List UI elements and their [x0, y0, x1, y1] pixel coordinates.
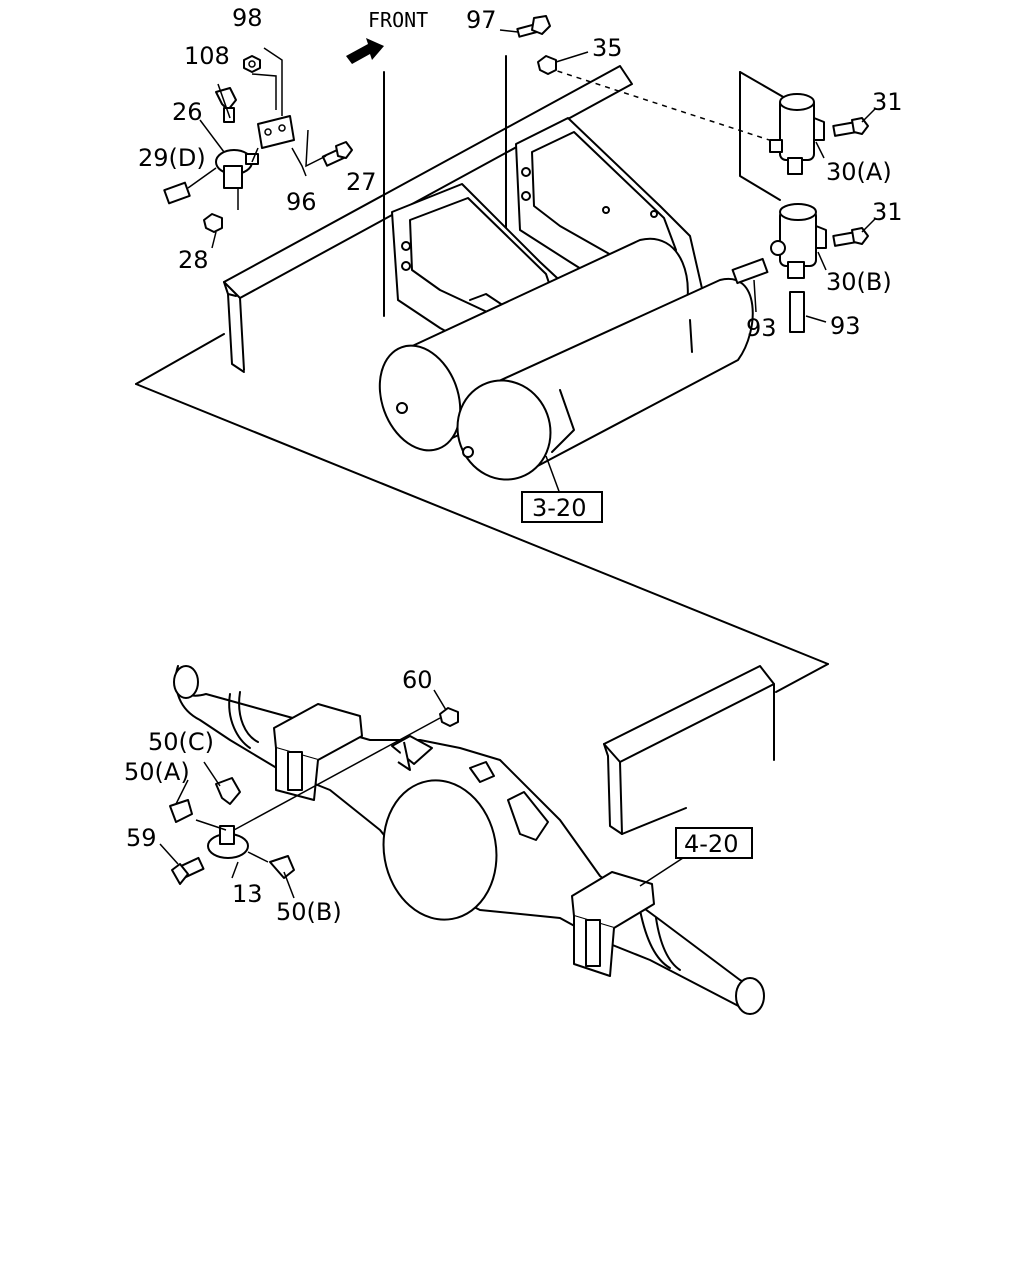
- reference-3-20: 3-20: [532, 494, 586, 522]
- callout-108: 108: [184, 42, 230, 70]
- leader-lines-right: [753, 107, 877, 323]
- callout-96: 96: [286, 188, 317, 216]
- leader-3-20: [545, 455, 561, 495]
- frame-rail-lower: [603, 665, 775, 835]
- axle-stud: [469, 761, 495, 783]
- valve-bracket-96: [257, 115, 295, 149]
- bolt-31a-icon: [832, 117, 869, 137]
- leader-4-20: [639, 855, 687, 887]
- valve-30a-icon: [769, 93, 825, 175]
- callout-50a: 50(A): [124, 758, 190, 786]
- axle-bracket-lower: [507, 791, 549, 841]
- boundary-lower: [621, 807, 687, 835]
- front-arrow-icon: [346, 38, 384, 64]
- valve-26-icon: [215, 149, 259, 189]
- elbow-50c-icon: [215, 777, 241, 805]
- callout-98: 98: [232, 4, 263, 32]
- connector-29d-icon: [163, 181, 191, 205]
- tank-strap-2: [689, 319, 693, 353]
- reference-4-20: 4-20: [684, 830, 738, 858]
- nut-35-icon: [537, 55, 557, 75]
- mounting-dashline: [547, 67, 801, 151]
- nut-98-icon: [243, 55, 261, 73]
- fitting-93a-icon: [731, 257, 769, 285]
- callout-50b: 50(B): [276, 898, 342, 926]
- callout-26: 26: [172, 98, 203, 126]
- spring-seat-right: [571, 871, 655, 977]
- callout-50c: 50(C): [148, 728, 214, 756]
- leader-lines-upper: [187, 29, 589, 249]
- callout-97: 97: [466, 6, 497, 34]
- front-label: FRONT: [368, 8, 428, 32]
- section-boundary-lines: [135, 55, 829, 693]
- tee-13-icon: [207, 825, 249, 859]
- elbow-50a-icon: [169, 799, 193, 823]
- callout-13: 13: [232, 880, 263, 908]
- callout-31a: 31: [872, 88, 903, 116]
- frame-rail-upper: [223, 65, 633, 373]
- callout-31b: 31: [872, 198, 903, 226]
- callout-93b: 93: [830, 312, 861, 340]
- bolt-97-icon: [516, 15, 551, 38]
- spring-seat-left: [273, 703, 363, 801]
- bolt-59-icon: [171, 856, 205, 885]
- callout-27: 27: [346, 168, 377, 196]
- callout-28: 28: [178, 246, 209, 274]
- bolt-27-icon: [321, 141, 353, 167]
- callout-30b: 30(B): [826, 268, 892, 296]
- callout-35: 35: [592, 34, 623, 62]
- bolt-31b-icon: [832, 227, 869, 247]
- nut-28-icon: [203, 213, 223, 233]
- callout-93a: 93: [746, 314, 777, 342]
- tank-strap: [551, 389, 575, 453]
- reference-box-3-20: [521, 491, 603, 523]
- callout-30a: 30(A): [826, 158, 892, 186]
- callout-59: 59: [126, 824, 157, 852]
- leader-lines-lower: [159, 689, 447, 899]
- fitting-93b-icon: [789, 291, 805, 333]
- boundary-right: [739, 71, 781, 201]
- reference-box-4-20: [675, 827, 753, 859]
- elbow-50b-icon: [269, 855, 295, 879]
- callout-29d: 29(D): [138, 144, 206, 172]
- air-tank-right: [456, 277, 754, 481]
- valve-30b-icon: [770, 203, 827, 279]
- callout-60: 60: [402, 666, 433, 694]
- nut-60-icon: [439, 707, 459, 727]
- axle-bracket-upper: [391, 735, 433, 771]
